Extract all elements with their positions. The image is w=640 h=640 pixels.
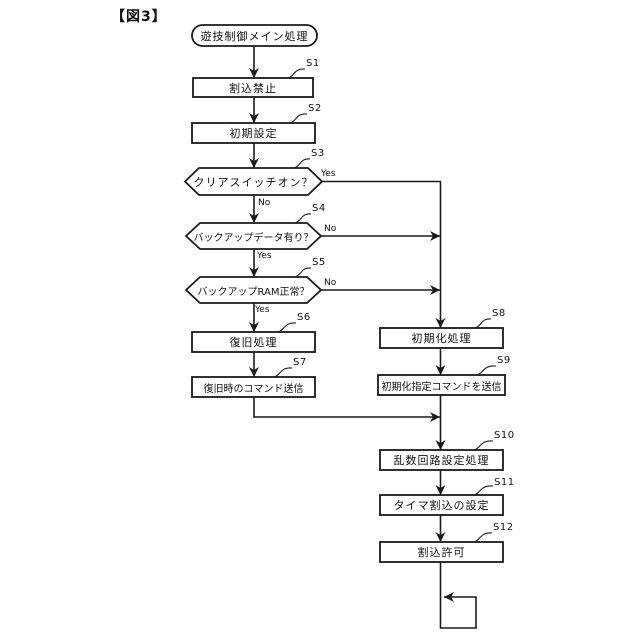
step-label-s2: S2 [308, 103, 322, 114]
s8-process-shape [379, 327, 504, 349]
branch-label-s5-yes: Yes [255, 305, 270, 315]
step-label-s3: S3 [311, 148, 325, 159]
leader-s5 [294, 267, 312, 278]
step-label-s8: S8 [492, 308, 506, 319]
edge-s7-merge [253, 397, 440, 422]
step-label-s7: S7 [293, 357, 307, 368]
leader-s1 [287, 68, 306, 79]
branch-label-s3-yes: Yes [321, 169, 336, 179]
leader-s7 [273, 367, 293, 378]
step-label-s1: S1 [306, 58, 320, 69]
node-s6: 復旧処理 [229, 336, 278, 349]
s9-process-shape [377, 374, 506, 396]
step-label-s10: S10 [494, 430, 515, 441]
node-s2: 初期設定 [229, 127, 278, 140]
step-label-s11: S11 [494, 477, 515, 488]
branch-label-s3-no: No [258, 198, 271, 208]
step-label-s4: S4 [312, 203, 326, 214]
node-s12: 割込許可 [417, 546, 466, 559]
edge-s12-loop-back [439, 562, 477, 629]
edge-s3-yes-s8 [322, 180, 446, 328]
branch-label-s4-no: No [324, 224, 337, 234]
leader-s6 [277, 322, 297, 333]
leader-s11 [473, 485, 494, 496]
step-label-s5: S5 [312, 257, 326, 268]
s12-process-shape [379, 541, 504, 563]
figure-title: 【図3】 [111, 9, 167, 25]
branch-label-s5-no: No [324, 278, 337, 288]
node-s10: 乱数回路設定処理 [393, 454, 490, 467]
node-s5: バックアップRAM正常？ [197, 286, 310, 298]
node-s3: クリアスイッチオン？ [193, 175, 314, 189]
s10-process-shape [379, 449, 504, 471]
node-s8: 初期化処理 [411, 332, 472, 345]
step-label-s9: S9 [497, 355, 511, 366]
leader-s8 [474, 318, 492, 329]
leader-s4 [294, 213, 312, 224]
node-start: 遊技制御メイン処理 [200, 29, 309, 43]
node-s9: 初期化指定コマンドを送信 [381, 381, 502, 393]
s1-process-shape [192, 77, 314, 98]
leader-s10 [473, 440, 494, 451]
node-s11: タイマ割込の設定 [393, 499, 490, 512]
s11-process-shape [379, 494, 504, 516]
leader-s9 [476, 365, 497, 376]
leader-s2 [289, 113, 308, 124]
node-s7: 復旧時のコマンド送信 [203, 383, 304, 395]
leader-s12 [473, 532, 493, 543]
step-label-s12: S12 [493, 522, 514, 533]
node-s4: バックアップデータ有り？ [193, 232, 314, 244]
step-label-s6: S6 [297, 312, 311, 323]
branch-label-s4-yes: Yes [257, 251, 272, 261]
leader-s3 [293, 158, 311, 169]
node-s1: 割込禁止 [229, 81, 277, 95]
